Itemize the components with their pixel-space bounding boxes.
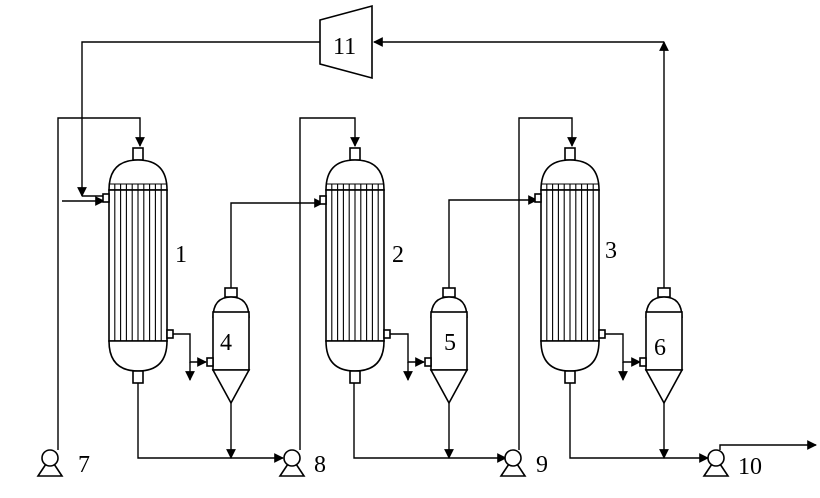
vapor-nozzle bbox=[224, 287, 238, 298]
separator-inlet-nozzle bbox=[206, 357, 214, 367]
bottoms-pipe-3 bbox=[569, 383, 709, 463]
separator-body bbox=[645, 311, 683, 371]
evap2-to-sep5-pipe bbox=[390, 333, 425, 367]
pump-8-label: 8 bbox=[314, 452, 326, 478]
separator-cone bbox=[211, 369, 251, 405]
product-outlet-pipe bbox=[719, 440, 817, 450]
bottoms-pipe-1 bbox=[137, 383, 284, 463]
feed-pipe-8 bbox=[299, 117, 360, 450]
compressor-icon bbox=[319, 4, 373, 80]
pipe-network bbox=[57, 37, 817, 463]
evap3-to-sep6-pipe bbox=[605, 333, 641, 367]
bottom-head bbox=[540, 340, 600, 372]
shell-inlet-nozzle bbox=[102, 193, 110, 203]
pump-base bbox=[499, 456, 527, 477]
evap1-to-sep4-pipe bbox=[172, 333, 207, 367]
vapor-nozzle bbox=[657, 287, 671, 298]
compressor-label: 11 bbox=[333, 34, 356, 60]
evaporator-2-label: 2 bbox=[392, 242, 404, 268]
bottom-nozzle bbox=[132, 370, 144, 384]
shell-inlet-nozzle bbox=[319, 195, 327, 205]
top-nozzle bbox=[349, 147, 361, 161]
separator-inlet-nozzle bbox=[639, 357, 647, 367]
top-head bbox=[540, 159, 600, 191]
shell-inlet-nozzle bbox=[534, 193, 542, 203]
compressed-vapor-pipe bbox=[77, 41, 320, 197]
top-head bbox=[108, 159, 168, 191]
pump-icon bbox=[41, 449, 59, 467]
pump-9-label: 9 bbox=[536, 452, 548, 478]
separator-4-label: 4 bbox=[220, 330, 232, 356]
shell-outlet-nozzle bbox=[166, 329, 174, 339]
top-nozzle bbox=[564, 147, 576, 161]
compressor-11: 11 bbox=[319, 4, 373, 80]
pump-base bbox=[36, 456, 64, 477]
pump-base bbox=[702, 456, 730, 477]
pump-7-label: 7 bbox=[78, 452, 90, 478]
separator-body bbox=[430, 311, 468, 371]
vapor-pipe-4-to-2 bbox=[230, 198, 324, 290]
pump-10 bbox=[702, 449, 730, 477]
vapor-pipe-5-to-3 bbox=[448, 195, 538, 290]
pump-base bbox=[278, 456, 306, 477]
vapor-nozzle bbox=[442, 287, 456, 298]
separator-6 bbox=[639, 287, 684, 405]
evaporator-1 bbox=[102, 147, 174, 384]
separator-5-label: 5 bbox=[444, 330, 456, 356]
shell-outlet-nozzle bbox=[598, 329, 606, 339]
separator-inlet-nozzle bbox=[424, 357, 432, 367]
evaporator-1-label: 1 bbox=[175, 242, 187, 268]
evaporator-3-label: 3 bbox=[605, 238, 617, 264]
top-head bbox=[325, 159, 385, 191]
separator-6-label: 6 bbox=[654, 335, 666, 361]
pump-icon bbox=[283, 449, 301, 467]
bottom-head bbox=[108, 340, 168, 372]
top-nozzle bbox=[132, 147, 144, 161]
separator-cone bbox=[644, 369, 684, 405]
pump-7 bbox=[36, 449, 64, 477]
bottom-head bbox=[325, 340, 385, 372]
bottoms-pipe-2 bbox=[353, 383, 507, 463]
bottom-nozzle bbox=[564, 370, 576, 384]
separator-5 bbox=[424, 287, 469, 405]
feed-pipe-7 bbox=[57, 117, 145, 450]
shell-outlet-nozzle bbox=[383, 329, 391, 339]
separator-cone bbox=[429, 369, 469, 405]
bottom-nozzle bbox=[349, 370, 361, 384]
evaporator-3 bbox=[534, 147, 606, 384]
pump-10-label: 10 bbox=[738, 454, 762, 480]
feed-pipe-9 bbox=[518, 117, 577, 450]
separator-4 bbox=[206, 287, 251, 405]
evaporator-2 bbox=[319, 147, 391, 384]
pump-8 bbox=[278, 449, 306, 477]
pump-icon bbox=[707, 449, 725, 467]
pump-icon bbox=[504, 449, 522, 467]
pump-9 bbox=[499, 449, 527, 477]
